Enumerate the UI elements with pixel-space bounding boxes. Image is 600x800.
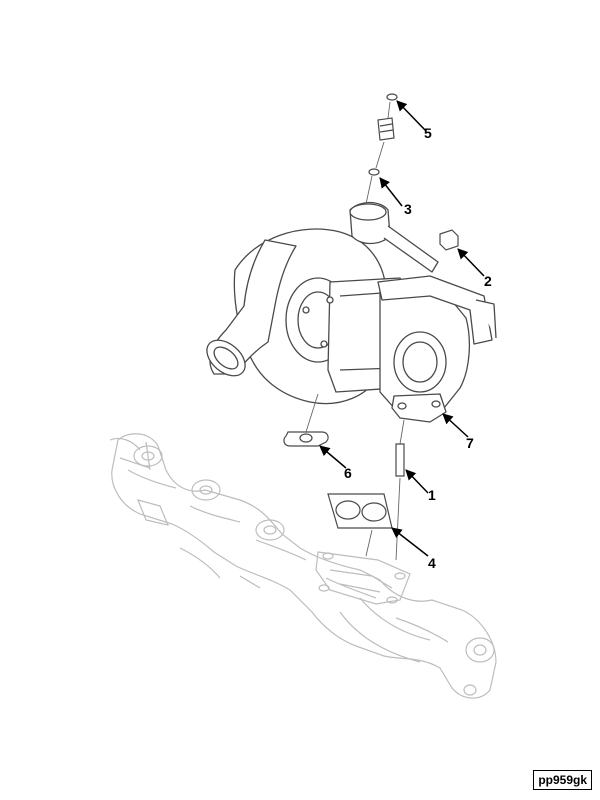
hex-nut [439, 229, 459, 251]
callout-7: 7 [466, 435, 474, 451]
callout-arrows [319, 100, 485, 557]
callout-6: 6 [344, 465, 352, 481]
figure-id-label: pp959gk [533, 770, 592, 790]
callout-3: 3 [404, 201, 412, 217]
callout-labels: 5 3 2 7 1 6 4 [344, 125, 492, 571]
fitting [377, 117, 395, 141]
sealing-washer [368, 168, 380, 176]
callout-1: 1 [428, 487, 436, 503]
small-parts [283, 93, 459, 529]
o-ring-upper [386, 93, 398, 101]
callout-2: 2 [484, 273, 492, 289]
callout-5: 5 [424, 125, 432, 141]
mounting-stud [395, 443, 405, 477]
turbocharger [206, 201, 497, 423]
exhaust-manifold [109, 433, 497, 699]
alignment-lines [305, 101, 405, 561]
callout-4: 4 [428, 555, 436, 571]
